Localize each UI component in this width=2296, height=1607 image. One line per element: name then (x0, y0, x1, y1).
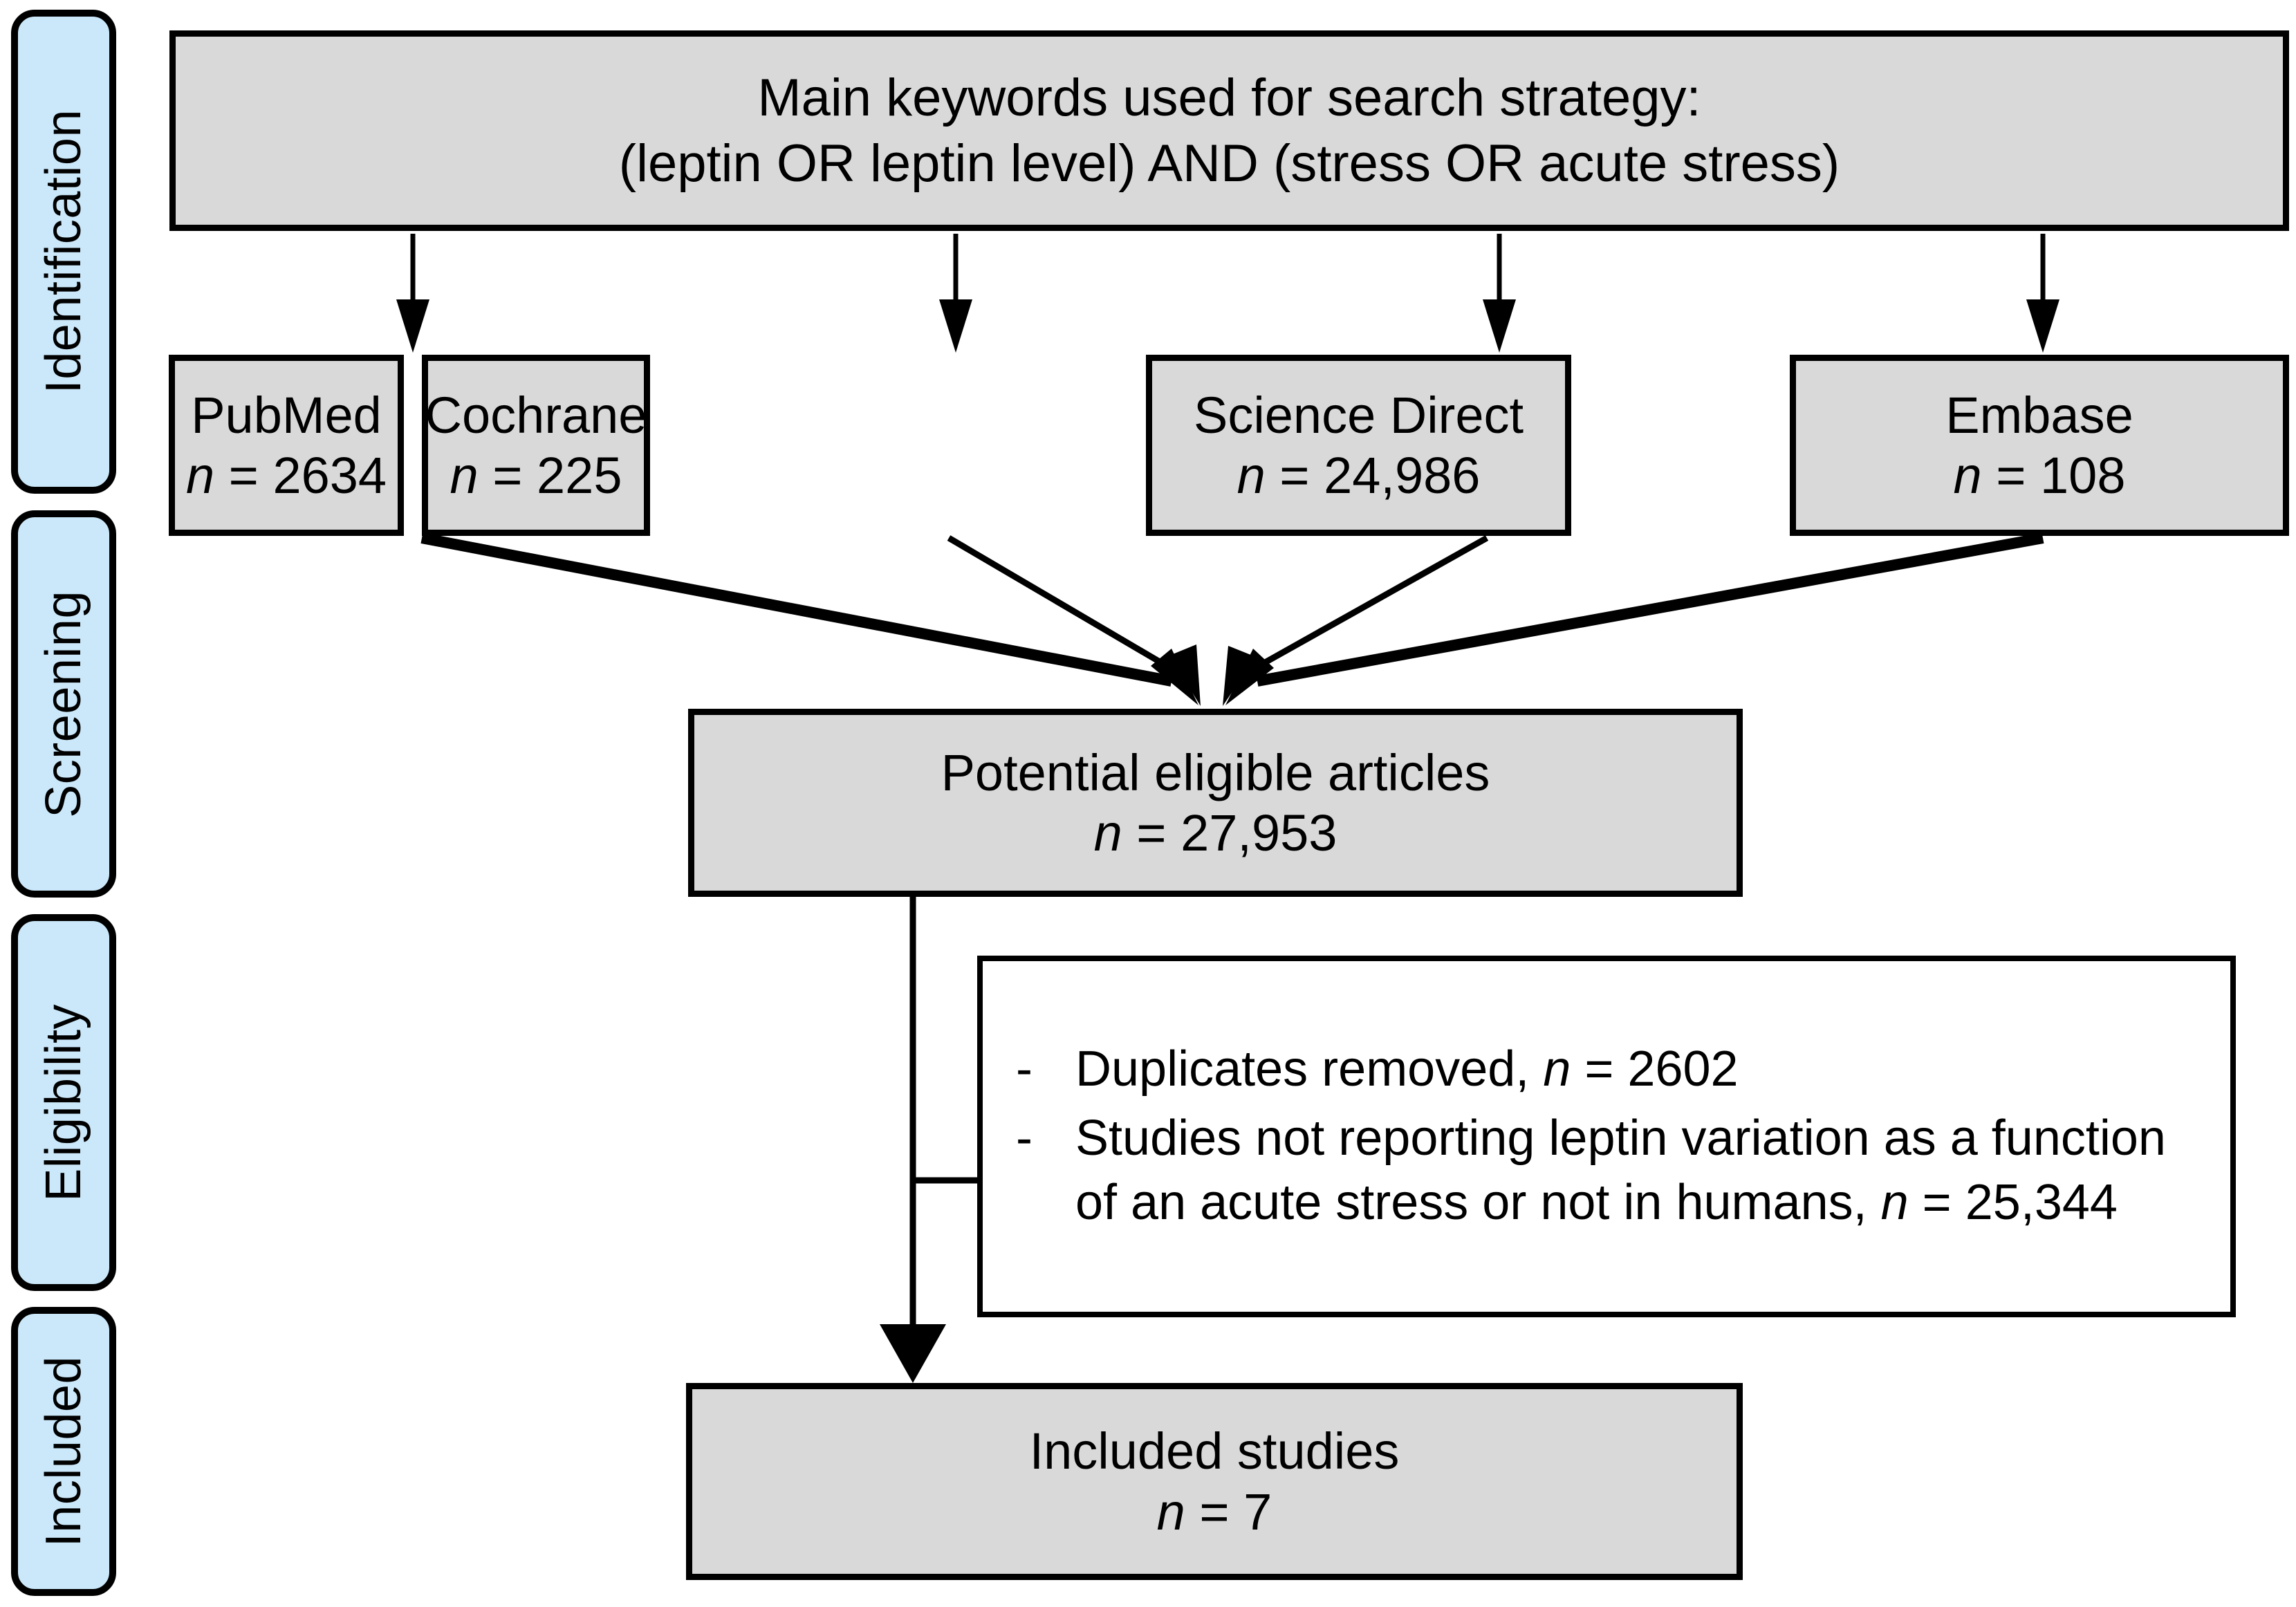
arrow-science-direct-to-potential (1223, 535, 1489, 706)
database-name-pubmed: PubMed (191, 386, 382, 444)
phase-label-screening: Screening (11, 510, 116, 898)
phase-label-identification-text: Identification (36, 109, 91, 394)
arrow-cochrane-to-potential (947, 535, 1201, 706)
exclusion-item-text: Duplicates removed, n = 2602 (1075, 1041, 1739, 1097)
arrow-keywords-to-pubmed (396, 234, 429, 353)
phase-label-included-text: Included (36, 1355, 91, 1548)
exclusion-item: - Duplicates removed, n = 2602 (1016, 1037, 2203, 1102)
exclusion-item-text: Studies not reporting leptin variation a… (1075, 1110, 2166, 1231)
phase-label-eligibility-text: Eligibility (36, 1003, 91, 1202)
exclusion-bullet-icon: - (1016, 1110, 1033, 1166)
potential-eligible-title: Potential eligible articles (941, 743, 1490, 801)
exclusion-criteria-box: - Duplicates removed, n = 2602 - Studies… (977, 956, 2236, 1317)
arrow-pubmed-to-potential (420, 532, 1198, 705)
potential-eligible-box: Potential eligible articles n = 27,953 (688, 709, 1743, 897)
phase-label-identification: Identification (11, 10, 116, 494)
potential-eligible-count: n = 27,953 (1093, 804, 1337, 862)
keywords-box: Main keywords used for search strategy: … (169, 30, 2289, 231)
database-count-embase: n = 108 (1953, 447, 2126, 504)
exclusion-item: - Studies not reporting leptin variation… (1016, 1106, 2203, 1236)
arrow-keywords-to-cochrane (939, 234, 972, 353)
phase-label-screening-text: Screening (36, 590, 91, 818)
arrow-keywords-to-embase (2026, 234, 2059, 353)
arrow-embase-to-potential (1225, 532, 2044, 705)
database-count-pubmed: n = 2634 (185, 447, 387, 504)
included-studies-count: n = 7 (1156, 1483, 1272, 1541)
arrow-keywords-to-science-direct (1483, 234, 1516, 353)
database-box-embase: Embase n = 108 (1790, 355, 2289, 536)
database-box-cochrane: Cochrane n = 225 (422, 355, 650, 536)
database-name-embase: Embase (1945, 386, 2133, 444)
exclusion-bullet-icon: - (1016, 1041, 1033, 1097)
database-name-science-direct: Science Direct (1193, 386, 1524, 444)
database-count-science-direct: n = 24,986 (1237, 447, 1481, 504)
phase-label-eligibility: Eligibility (11, 914, 116, 1291)
included-studies-title: Included studies (1029, 1422, 1400, 1480)
keywords-line-1: Main keywords used for search strategy: (757, 68, 1701, 127)
database-name-cochrane: Cochrane (425, 386, 647, 444)
included-studies-box: Included studies n = 7 (686, 1383, 1743, 1580)
keywords-line-2: (leptin OR leptin level) AND (stress OR … (618, 134, 1840, 193)
arrow-potential-to-included (880, 897, 946, 1383)
database-count-cochrane: n = 225 (450, 447, 622, 504)
phase-label-included: Included (11, 1307, 116, 1596)
database-box-pubmed: PubMed n = 2634 (169, 355, 404, 536)
database-box-science-direct: Science Direct n = 24,986 (1146, 355, 1571, 536)
